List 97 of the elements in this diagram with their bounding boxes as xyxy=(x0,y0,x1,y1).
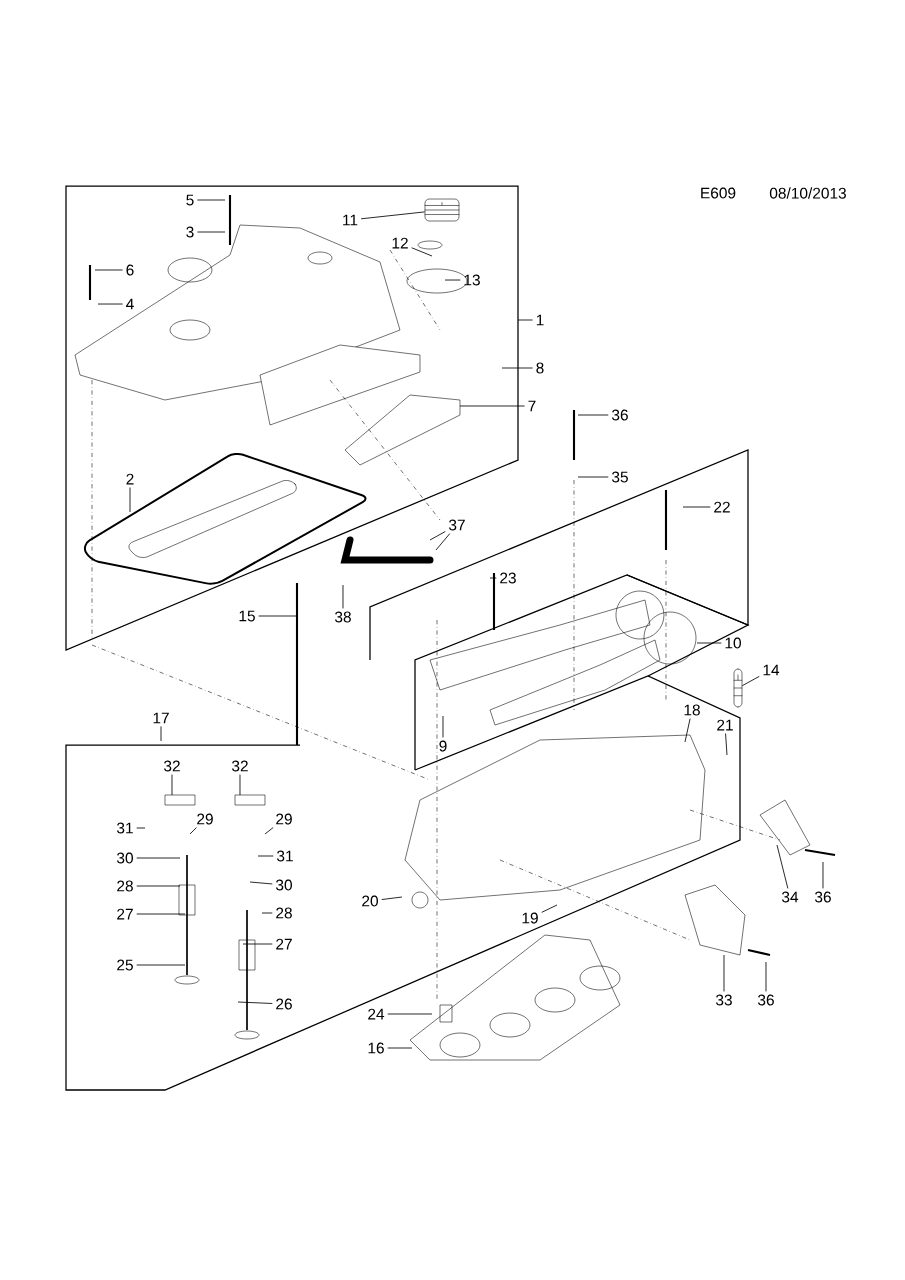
callout-number: 4 xyxy=(126,298,134,310)
callout-number: 36 xyxy=(758,994,774,1006)
callout-number: 28 xyxy=(117,880,133,892)
leader-line xyxy=(342,584,344,609)
callout-number: 37 xyxy=(449,519,465,531)
leader-line xyxy=(239,774,241,796)
callout-number: 36 xyxy=(612,409,628,421)
callout-number: 28 xyxy=(276,907,292,919)
leader-line xyxy=(411,247,433,257)
callout-number: 32 xyxy=(164,760,180,772)
callout-number: 20 xyxy=(362,895,378,907)
leader-line xyxy=(459,405,525,407)
callout-number: 26 xyxy=(276,998,292,1010)
leader-line xyxy=(765,961,767,992)
callout-number: 17 xyxy=(153,712,169,724)
callout-number: 23 xyxy=(500,572,516,584)
callout-number: 10 xyxy=(725,637,741,649)
callout-number: 35 xyxy=(612,471,628,483)
leader-line xyxy=(682,506,711,508)
leader-line xyxy=(136,913,186,915)
leader-line xyxy=(249,881,273,885)
leader-line xyxy=(189,827,197,835)
leader-line xyxy=(136,964,186,966)
leader-line xyxy=(435,533,451,551)
callout-number: 16 xyxy=(368,1042,384,1054)
callout-number: 2 xyxy=(126,473,134,485)
leader-line xyxy=(741,675,760,687)
callout-number: 12 xyxy=(392,237,408,249)
leader-line xyxy=(257,855,274,857)
leader-line xyxy=(160,726,162,742)
leader-line xyxy=(577,476,609,478)
callout-number: 5 xyxy=(186,194,194,206)
callout-number: 8 xyxy=(536,362,544,374)
callout-number: 31 xyxy=(117,822,133,834)
leader-line xyxy=(822,861,824,889)
callout-number: 36 xyxy=(815,891,831,903)
callout-number: 30 xyxy=(276,879,292,891)
header-text: E609 xyxy=(701,187,736,199)
callout-number: 32 xyxy=(232,760,248,772)
leader-line xyxy=(136,857,181,859)
header-text: 08/10/2013 xyxy=(769,187,846,199)
callout-number: 30 xyxy=(117,852,133,864)
callout-number: 7 xyxy=(528,400,536,412)
callout-number: 3 xyxy=(186,226,194,238)
callout-number: 21 xyxy=(717,719,733,731)
leader-line xyxy=(429,531,446,541)
callout-number: 24 xyxy=(368,1008,385,1020)
part-picture xyxy=(424,198,460,222)
callout-number: 14 xyxy=(763,664,780,676)
callout-number: 6 xyxy=(126,264,134,276)
leader-line xyxy=(129,487,131,513)
leader-line xyxy=(696,642,722,644)
callout-number: 18 xyxy=(684,704,700,716)
callout-number: 1 xyxy=(536,314,544,326)
leader-line xyxy=(501,367,533,369)
leader-line xyxy=(381,896,403,900)
part-picture xyxy=(733,668,743,708)
callout-number: 27 xyxy=(276,938,292,950)
leader-line xyxy=(517,319,533,321)
callout-number: 15 xyxy=(239,610,255,622)
leader-line xyxy=(723,954,725,992)
leader-line xyxy=(541,904,558,913)
leader-line xyxy=(776,844,789,889)
leader-line xyxy=(387,1013,433,1015)
leader-line xyxy=(442,715,444,738)
callout-number: 29 xyxy=(197,813,213,825)
leader-line xyxy=(444,279,461,281)
leader-line xyxy=(387,1047,413,1049)
callout-number: 13 xyxy=(464,274,480,286)
leader-line xyxy=(242,943,273,945)
callout-number: 19 xyxy=(522,912,538,924)
leader-line xyxy=(489,577,497,579)
leader-line xyxy=(725,733,728,756)
leader-line xyxy=(360,211,426,220)
callout-number: 11 xyxy=(343,214,358,226)
leader-line xyxy=(196,199,226,201)
leader-line xyxy=(196,231,226,233)
leader-line xyxy=(264,827,274,835)
callout-number: 34 xyxy=(782,891,799,903)
leader-line xyxy=(577,414,609,416)
leader-line xyxy=(136,885,181,887)
callout-number: 9 xyxy=(439,740,447,752)
leader-line xyxy=(171,774,173,796)
leader-line xyxy=(684,718,691,743)
callout-number: 29 xyxy=(276,813,292,825)
callout-number: 25 xyxy=(117,959,133,971)
callout-number: 38 xyxy=(335,611,351,623)
callout-number: 31 xyxy=(277,850,293,862)
leader-line xyxy=(94,269,123,271)
leader-line xyxy=(136,827,146,829)
leader-line xyxy=(261,912,273,914)
leader-line xyxy=(97,303,123,305)
callout-number: 22 xyxy=(714,501,730,513)
callout-number: 33 xyxy=(716,994,732,1006)
callout-number: 27 xyxy=(117,908,133,920)
leader-line xyxy=(258,615,298,617)
leader-line xyxy=(237,1001,273,1004)
